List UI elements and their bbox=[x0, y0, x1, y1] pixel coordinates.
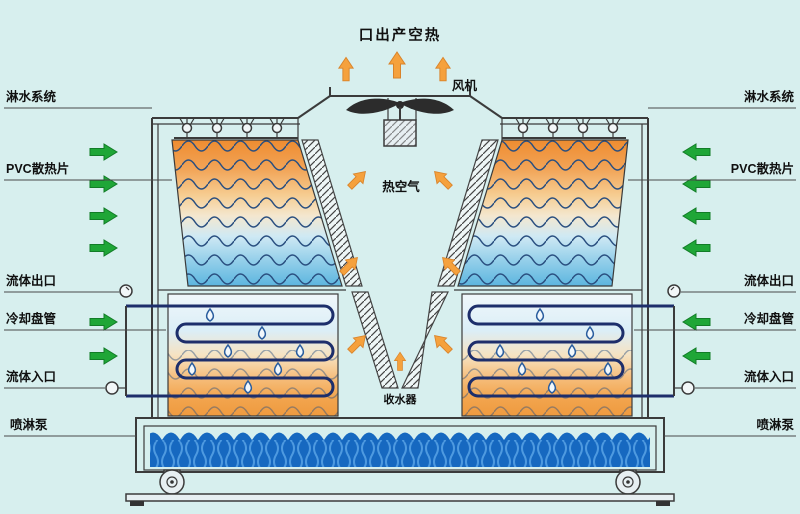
nozzle-icon bbox=[515, 116, 531, 139]
roof-slope-left bbox=[297, 95, 331, 119]
basin-outer bbox=[135, 417, 665, 473]
cooling-coil-left bbox=[105, 284, 339, 417]
hot-air-arrows bbox=[336, 51, 464, 371]
nozzle-icon bbox=[545, 116, 561, 139]
tower-frame bbox=[151, 87, 649, 418]
label-spray-pump-left: 喷淋泵 bbox=[10, 417, 48, 432]
coil-serpentine bbox=[467, 304, 674, 398]
label-cooling-coil-right: 冷却盘管 bbox=[744, 311, 794, 326]
water-collector-band-right bbox=[401, 291, 449, 389]
orange-arrow-icon bbox=[435, 56, 451, 82]
orange-arrow-icon bbox=[338, 56, 354, 82]
cooling-coil-right bbox=[461, 284, 695, 417]
base-foot-left bbox=[130, 501, 144, 506]
green-arrow-icon bbox=[89, 347, 118, 365]
orange-arrow-icon bbox=[388, 51, 406, 79]
green-arrow-icon bbox=[682, 175, 711, 193]
eliminator-band-left bbox=[301, 139, 363, 287]
top-outlet-label: 口出产空热 bbox=[359, 26, 442, 44]
spray-system-right bbox=[502, 116, 626, 139]
green-arrow-icon bbox=[682, 207, 711, 225]
orange-arrow-icon bbox=[344, 166, 371, 193]
label-spray-system-right: 淋水系统 bbox=[744, 89, 795, 104]
fan-assembly bbox=[346, 98, 454, 147]
fan-icon bbox=[346, 98, 454, 120]
orange-arrow-icon bbox=[429, 330, 456, 357]
pvc-fill-right bbox=[457, 139, 629, 287]
orange-arrow-icon bbox=[394, 351, 406, 371]
water-collector-band-left bbox=[351, 291, 399, 389]
gauge-needle bbox=[670, 286, 675, 291]
basin-inner bbox=[143, 425, 657, 471]
coil-serpentine bbox=[126, 304, 335, 398]
label-spray-pump-right: 喷淋泵 bbox=[756, 417, 794, 432]
label-fluid-outlet-left: 流体出口 bbox=[6, 273, 56, 288]
fan-label: 风机 bbox=[452, 78, 478, 93]
nozzle-icon bbox=[605, 116, 621, 139]
hot-air-label: 热空气 bbox=[382, 179, 420, 194]
eliminator-band-right bbox=[437, 139, 499, 287]
green-arrow-icon bbox=[682, 143, 711, 161]
air-inlet-arrows-left bbox=[89, 143, 118, 365]
label-fluid-outlet-right: 流体出口 bbox=[744, 273, 794, 288]
label-pvc-fin-right: PVC散热片 bbox=[731, 161, 794, 176]
green-arrow-icon bbox=[89, 143, 118, 161]
green-arrow-icon bbox=[89, 207, 118, 225]
label-spray-system-left: 淋水系统 bbox=[6, 89, 57, 104]
water-basin bbox=[125, 417, 675, 506]
water-ripples bbox=[150, 440, 650, 467]
gauge-icon-outlet bbox=[667, 284, 681, 298]
green-arrow-icon bbox=[682, 239, 711, 257]
gauge-icon-outlet bbox=[119, 284, 133, 298]
pump-icon-left bbox=[159, 469, 185, 495]
pump-icon-right bbox=[615, 469, 641, 495]
base-rail bbox=[125, 493, 675, 502]
label-pvc-fin-left: PVC散热片 bbox=[6, 161, 69, 176]
roof-slope-right bbox=[469, 95, 503, 119]
label-cooling-coil-left: 冷却盘管 bbox=[6, 311, 56, 326]
water-collector-label: 收水器 bbox=[384, 392, 418, 406]
nozzle-icon bbox=[179, 116, 195, 139]
gauge-needle bbox=[125, 286, 130, 291]
nozzle-icon bbox=[239, 116, 255, 139]
green-arrow-icon bbox=[89, 239, 118, 257]
orange-arrow-icon bbox=[429, 166, 456, 193]
spray-system-left bbox=[174, 116, 298, 139]
base-foot-right bbox=[656, 501, 670, 506]
green-arrow-icon bbox=[89, 313, 118, 331]
nozzle-icon bbox=[209, 116, 225, 139]
diagram-labels: 口出产空热 风机 热空气 收水器 淋水系统 PVC散热片 流体出口 冷却盘管 流… bbox=[6, 26, 794, 432]
air-inlet-arrows-right bbox=[682, 143, 711, 365]
gauge-icon-inlet bbox=[681, 381, 695, 395]
pvc-fill-left bbox=[171, 139, 343, 287]
green-arrow-icon bbox=[682, 347, 711, 365]
nozzle-icon bbox=[575, 116, 591, 139]
nozzle-icon bbox=[269, 116, 285, 139]
gauge-icon-inlet bbox=[105, 381, 119, 395]
leader-lines bbox=[4, 107, 796, 437]
green-arrow-icon bbox=[89, 175, 118, 193]
green-arrow-icon bbox=[682, 313, 711, 331]
fan-motor-hatch bbox=[384, 120, 416, 146]
water-surface bbox=[150, 430, 650, 440]
label-fluid-inlet-left: 流体入口 bbox=[6, 369, 56, 384]
label-fluid-inlet-right: 流体入口 bbox=[744, 369, 794, 384]
